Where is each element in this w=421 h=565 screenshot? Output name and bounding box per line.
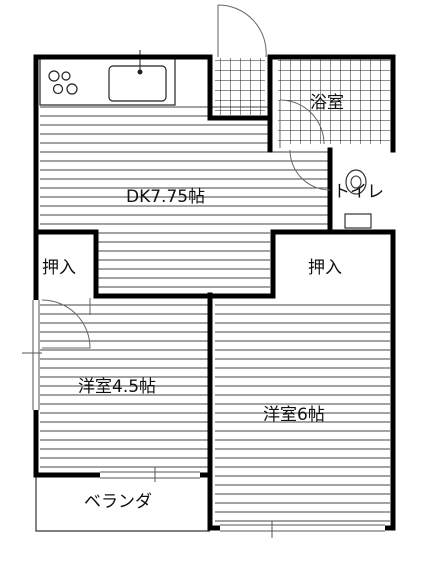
closet-right-area xyxy=(278,243,390,295)
room-label-toilet: トイレ xyxy=(333,182,384,202)
toilet-fixture xyxy=(344,169,372,229)
window-marks xyxy=(22,300,385,538)
room-label-bath: 浴室 xyxy=(310,93,344,113)
tile-areas xyxy=(215,58,390,144)
room-label-closet-right: 押入 xyxy=(308,258,342,278)
room-label-western-small: 洋室4.5帖 xyxy=(78,377,156,397)
closet-left-area xyxy=(40,235,92,293)
room-label-balcony: ベランダ xyxy=(84,492,152,512)
balcony-outline xyxy=(35,470,210,532)
room-label-closet-left: 押入 xyxy=(42,258,76,278)
floor-lines xyxy=(40,104,390,524)
room-label-dk: DK7.75帖 xyxy=(126,187,205,207)
door-swings xyxy=(41,4,331,349)
room-label-western-large: 洋室6帖 xyxy=(263,405,325,425)
